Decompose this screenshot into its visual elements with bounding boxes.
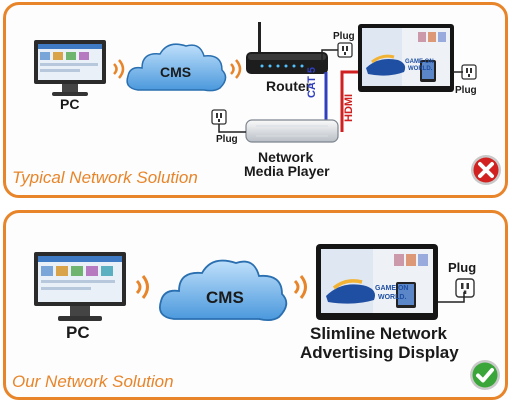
display-label-line2: Advertising Display <box>300 343 459 362</box>
pc-monitor-icon <box>34 40 106 96</box>
plug-label: Plug <box>448 260 477 275</box>
wifi-signal-icon <box>135 275 149 299</box>
plug-label-player: Plug <box>216 134 238 145</box>
ad-headline-1: GAME ON <box>405 59 434 65</box>
power-cable <box>321 49 338 62</box>
slimline-display-icon <box>316 244 438 320</box>
cms-label: CMS <box>160 64 192 80</box>
pc-monitor-icon <box>34 252 126 321</box>
plug-icon <box>461 64 477 80</box>
power-cable <box>453 71 463 73</box>
cms-label: CMS <box>206 288 244 307</box>
ad-headline-2: WORLD. <box>378 294 407 301</box>
router-icon <box>246 22 328 74</box>
power-cable <box>438 292 465 303</box>
ad-headline-1: GAME ON <box>375 285 409 292</box>
hdmi-label: HDMI <box>343 93 355 122</box>
plug-label-display: Plug <box>455 85 477 96</box>
player-label-line2: Media Player <box>244 163 330 179</box>
our-caption: Our Network Solution <box>12 372 174 391</box>
green-check-icon <box>470 360 500 390</box>
wifi-signal-icon <box>293 275 307 299</box>
plug-icon <box>337 42 353 58</box>
ad-headline-2: WORLD. <box>408 66 433 72</box>
cat5-label: CAT 5 <box>306 67 318 98</box>
wifi-signal-icon <box>113 59 125 79</box>
power-cable <box>218 124 246 133</box>
pc-label: PC <box>66 323 90 342</box>
cms-cloud-icon <box>159 259 288 322</box>
media-player-icon <box>245 119 339 143</box>
router-label: Router <box>266 78 312 94</box>
red-x-icon <box>471 155 501 185</box>
player-label-line1: Network <box>258 149 314 165</box>
typical-caption: Typical Network Solution <box>12 168 198 187</box>
wifi-signal-icon <box>230 59 242 79</box>
hdmi-cable <box>340 70 358 132</box>
plug-icon <box>455 278 475 298</box>
plug-label-router: Plug <box>333 31 355 42</box>
pc-label: PC <box>60 96 80 112</box>
plug-icon <box>211 109 227 125</box>
display-label-line1: Slimline Network <box>310 324 447 343</box>
display-screen-icon <box>358 24 454 92</box>
cms-cloud-icon <box>126 43 227 92</box>
